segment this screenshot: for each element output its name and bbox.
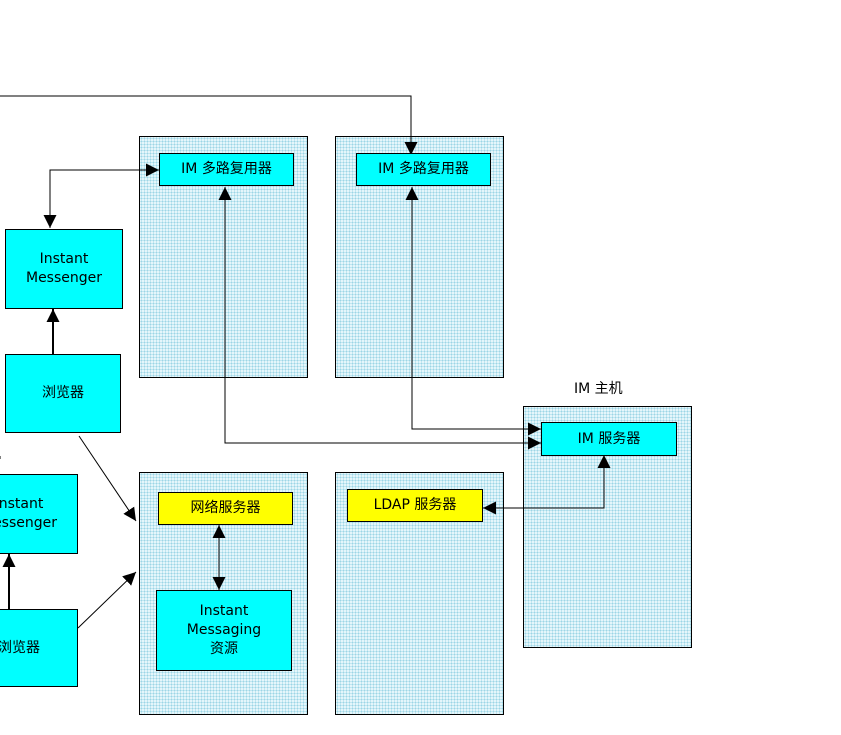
instant-messenger-top: Instant Messenger bbox=[5, 229, 123, 309]
browser-bottom: 浏览器 bbox=[0, 609, 78, 687]
ldap-server: LDAP 服务器 bbox=[347, 489, 483, 522]
browser-top: 浏览器 bbox=[5, 354, 121, 433]
im-server: IM 服务器 bbox=[541, 422, 677, 456]
link-browser-to-web-host bbox=[78, 435, 137, 522]
link-bottom-browser-to-web-host bbox=[77, 571, 137, 629]
im-host-label: IM 主机 bbox=[574, 381, 623, 397]
multiplexer-2: IM 多路复用器 bbox=[356, 153, 491, 186]
web-server: 网络服务器 bbox=[158, 492, 293, 525]
multiplexer-1: IM 多路复用器 bbox=[159, 153, 294, 186]
im-resource: Instant Messaging 资源 bbox=[156, 590, 292, 671]
instant-messenger-bottom: Instant Messenger bbox=[0, 474, 78, 554]
